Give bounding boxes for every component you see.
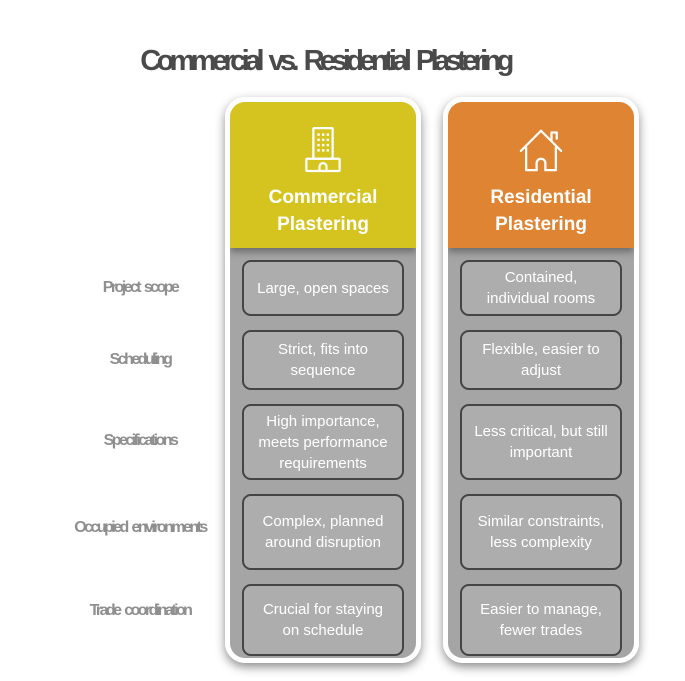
row-label-project-scope: Project scope: [102, 279, 180, 296]
building-icon: [295, 122, 351, 178]
residential-cell-project-scope: Contained, individual rooms: [460, 260, 622, 316]
commercial-cell-trade-coordination: Crucial for staying on schedule: [242, 584, 404, 656]
residential-cell-scheduling: Flexible, easier to adjust: [460, 330, 622, 390]
residential-cell-specifications: Less critical, but still important: [460, 404, 622, 480]
residential-header: Residential Plastering: [448, 102, 634, 248]
residential-header-label: Residential Plastering: [490, 187, 592, 235]
row-label-specifications: Specifications: [103, 432, 179, 449]
commercial-body: Large, open spaces Strict, fits into seq…: [230, 248, 416, 658]
residential-cell-trade-coordination: Easier to manage, fewer trades: [460, 584, 622, 656]
commercial-cell-occupied-environments: Complex, planned around disruption: [242, 494, 404, 570]
commercial-cell-project-scope: Large, open spaces: [242, 260, 404, 316]
commercial-column: Commercial Plastering Large, open spaces…: [225, 97, 421, 663]
row-label-occupied-environments: Occupied environments: [74, 519, 208, 536]
house-icon: [513, 122, 569, 178]
commercial-header: Commercial Plastering: [230, 102, 416, 248]
residential-column: Residential Plastering Contained, indivi…: [443, 97, 639, 663]
page-title: Commercial vs. Residential Plastering: [140, 45, 514, 77]
row-label-trade-coordination: Trade coordination: [89, 602, 193, 619]
commercial-cell-scheduling: Strict, fits into sequence: [242, 330, 404, 390]
residential-cell-occupied-environments: Similar constraints, less complexity: [460, 494, 622, 570]
row-label-scheduling: Scheduling: [109, 351, 173, 368]
residential-body: Contained, individual rooms Flexible, ea…: [448, 248, 634, 658]
commercial-header-label: Commercial Plastering: [268, 187, 378, 235]
commercial-cell-specifications: High importance, meets performance requi…: [242, 404, 404, 480]
